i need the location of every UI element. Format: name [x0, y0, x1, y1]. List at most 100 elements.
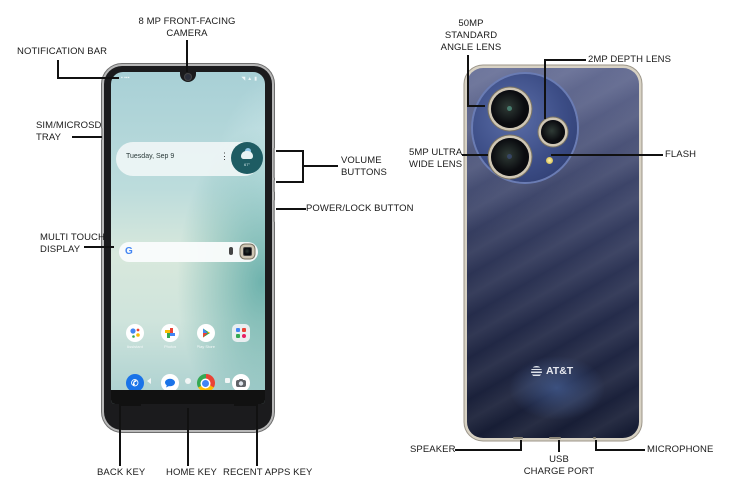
app-chrome[interactable]	[189, 374, 223, 392]
leader-volume-mid	[304, 165, 338, 167]
photos-icon	[161, 324, 180, 342]
label-front-camera: 8 MP FRONT-FACING CAMERA	[130, 16, 244, 40]
app-assistant[interactable]: Assistant	[118, 324, 152, 349]
leader-depth-lens-v	[544, 59, 546, 119]
leader-recent-key-h	[234, 404, 258, 406]
volume-up-button[interactable]	[273, 148, 275, 178]
main-lens-icon	[491, 90, 529, 128]
signal-icon: ▲	[247, 76, 253, 82]
assistant-icon	[125, 324, 144, 342]
label-line: WIDE LENS	[409, 159, 463, 170]
leader-main-lens-h	[467, 105, 485, 107]
label-line: STANDARD	[444, 30, 498, 41]
usb-port[interactable]	[549, 437, 561, 439]
leader-ultra-wide	[462, 154, 488, 156]
ultra-wide-lens-icon	[491, 138, 529, 176]
front-camera-notch	[180, 72, 196, 82]
brand-text: AT&T	[546, 365, 574, 377]
label-line: MULTI TOUCH	[40, 232, 105, 243]
at-a-glance-widget[interactable]: Tuesday, Sep 9 ⋮ 67°	[116, 142, 261, 176]
app-phone[interactable]: ✆	[118, 374, 152, 392]
messages-icon	[161, 374, 180, 392]
label-line: 8 MP FRONT-FACING	[138, 16, 236, 27]
app-messages[interactable]	[153, 374, 187, 392]
label-power-button: POWER/LOCK BUTTON	[306, 203, 414, 214]
app-camera[interactable]	[224, 374, 258, 392]
depth-lens-icon	[541, 120, 565, 144]
multi-touch-display[interactable]: ▪ ▪▪▪ ◥ ▲ ▮ Tuesday, Sep 9 ⋮ 67° G	[111, 72, 265, 404]
leader-flash	[551, 154, 663, 156]
label-line: SIM/MICROSD	[36, 120, 102, 131]
status-icons: ◥ ▲ ▮	[241, 75, 257, 83]
leader-main-lens-v	[467, 55, 469, 107]
label-line: DISPLAY	[40, 244, 81, 255]
play-store-icon	[196, 324, 215, 342]
microphone-hole	[593, 437, 596, 439]
back-key-icon[interactable]	[147, 378, 151, 384]
leader-back-key	[119, 404, 121, 466]
leader-recent-key	[256, 404, 258, 466]
app-play-store[interactable]: Play Store	[189, 324, 223, 349]
dock-row: ✆	[111, 374, 265, 392]
volume-down-button[interactable]	[273, 180, 275, 192]
app-label: Photos	[164, 344, 177, 349]
wifi-icon: ◥	[241, 76, 246, 82]
navigation-bar	[111, 378, 265, 384]
folder-icon	[232, 324, 251, 342]
label-line: BUTTONS	[341, 167, 387, 178]
leader-notification-bar	[57, 60, 59, 79]
home-key-icon[interactable]	[185, 378, 191, 384]
label-recent-apps-key: RECENT APPS KEY	[223, 467, 313, 478]
label-speaker: SPEAKER	[410, 444, 456, 455]
label-line: USB	[549, 454, 569, 465]
leader-back-key-h	[119, 404, 141, 406]
app-label: Assistant	[126, 344, 143, 349]
label-flash: FLASH	[665, 149, 697, 160]
camera-module	[473, 74, 577, 182]
app-photos[interactable]: Photos	[153, 324, 187, 349]
back-phone: AT&T	[467, 68, 639, 439]
leader-mic-v	[595, 440, 597, 451]
widget-menu-icon[interactable]: ⋮	[220, 151, 229, 161]
flash-icon	[546, 157, 553, 164]
weather-icon[interactable]: 67°	[233, 144, 261, 172]
microphone-icon[interactable]	[229, 247, 233, 255]
label-notification-bar: NOTIFICATION BAR	[17, 46, 108, 57]
app-folder[interactable]	[224, 324, 258, 349]
leader-front-camera	[186, 40, 188, 72]
label-depth-lens: 2MP DEPTH LENS	[588, 54, 672, 65]
label-line: TRAY	[36, 132, 62, 143]
power-button[interactable]	[273, 200, 275, 222]
battery-icon: ▮	[254, 76, 257, 82]
google-lens-icon[interactable]	[243, 247, 252, 256]
recent-apps-key-icon[interactable]	[225, 378, 230, 383]
leader-volume-vertical	[302, 150, 304, 183]
google-search-bar[interactable]: G	[119, 242, 258, 262]
label-home-key: HOME KEY	[166, 467, 217, 478]
leader-depth-lens-h	[544, 59, 586, 61]
cloud-icon	[241, 151, 253, 159]
bottom-bezel	[111, 390, 265, 404]
speaker-grille	[513, 437, 523, 439]
notification-bar[interactable]: ▪ ▪▪▪ ◥ ▲ ▮	[121, 75, 257, 83]
label-back-key: BACK KEY	[97, 467, 146, 478]
widget-date: Tuesday, Sep 9	[126, 153, 175, 160]
weather-temp: 67°	[243, 162, 251, 167]
label-line: VOLUME	[341, 155, 382, 166]
label-sim-tray: SIM/MICROSD TRAY	[36, 120, 102, 144]
leader-power	[276, 208, 306, 210]
leader-volume-top	[276, 150, 304, 152]
status-time: ▪ ▪▪▪	[121, 75, 130, 81]
label-line: CAMERA	[166, 28, 208, 39]
phone-icon: ✆	[125, 374, 144, 392]
leader-usb	[558, 440, 560, 452]
camera-icon	[232, 374, 251, 392]
front-phone: ▪ ▪▪▪ ◥ ▲ ▮ Tuesday, Sep 9 ⋮ 67° G	[101, 66, 275, 430]
front-camera-icon	[184, 73, 192, 81]
leader-mic-h	[595, 449, 645, 451]
leader-volume-bottom	[276, 181, 304, 183]
label-display: MULTI TOUCH DISPLAY	[40, 232, 105, 256]
label-line: CHARGE PORT	[523, 466, 595, 477]
app-label: Play Store	[196, 344, 215, 349]
home-apps-row: Assistant Photos Play Store	[111, 324, 265, 349]
